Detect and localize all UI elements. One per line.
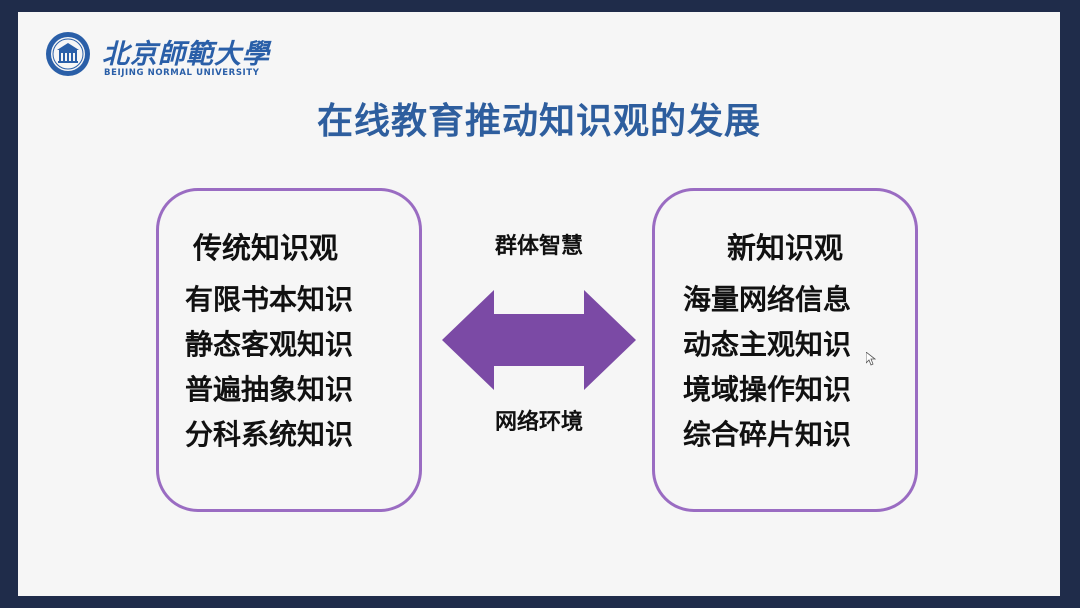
list-item: 普遍抽象知识 [185, 373, 354, 406]
new-knowledge-list: 海量网络信息 动态主观知识 境域操作知识 综合碎片知识 [683, 277, 851, 457]
list-item: 境域操作知识 [683, 373, 852, 406]
list-item: 分科系统知识 [185, 418, 354, 451]
traditional-knowledge-list: 有限书本知识 静态客观知识 普遍抽象知识 分科系统知识 [185, 277, 353, 457]
new-knowledge-box: 新知识观 海量网络信息 动态主观知识 境域操作知识 综合碎片知识 [652, 188, 918, 512]
presentation-slide: 北京師範大學 BEIJING NORMAL UNIVERSITY 在线教育推动知… [18, 12, 1060, 596]
list-item: 有限书本知识 [185, 283, 354, 316]
logo-chinese-name: 北京師範大學 [102, 39, 270, 70]
slide-title: 在线教育推动知识观的发展 [316, 101, 761, 142]
mouse-cursor-icon [866, 352, 876, 366]
traditional-knowledge-box: 传统知识观 有限书本知识 静态客观知识 普遍抽象知识 分科系统知识 [156, 188, 422, 512]
list-item: 动态主观知识 [683, 328, 852, 361]
university-seal-icon [46, 32, 90, 76]
list-item: 海量网络信息 [683, 283, 852, 316]
new-knowledge-heading: 新知识观 [726, 231, 843, 265]
logo-english-name: BEIJING NORMAL UNIVERSITY [104, 68, 260, 78]
double-arrow-icon [442, 290, 636, 390]
university-logo: 北京師範大學 BEIJING NORMAL UNIVERSITY [44, 30, 284, 90]
arrow-top-label: 群体智慧 [494, 233, 583, 259]
list-item: 静态客观知识 [185, 328, 354, 361]
list-item: 综合碎片知识 [683, 418, 852, 451]
arrow-bottom-label: 网络环境 [494, 409, 583, 435]
traditional-knowledge-heading: 传统知识观 [193, 231, 339, 265]
